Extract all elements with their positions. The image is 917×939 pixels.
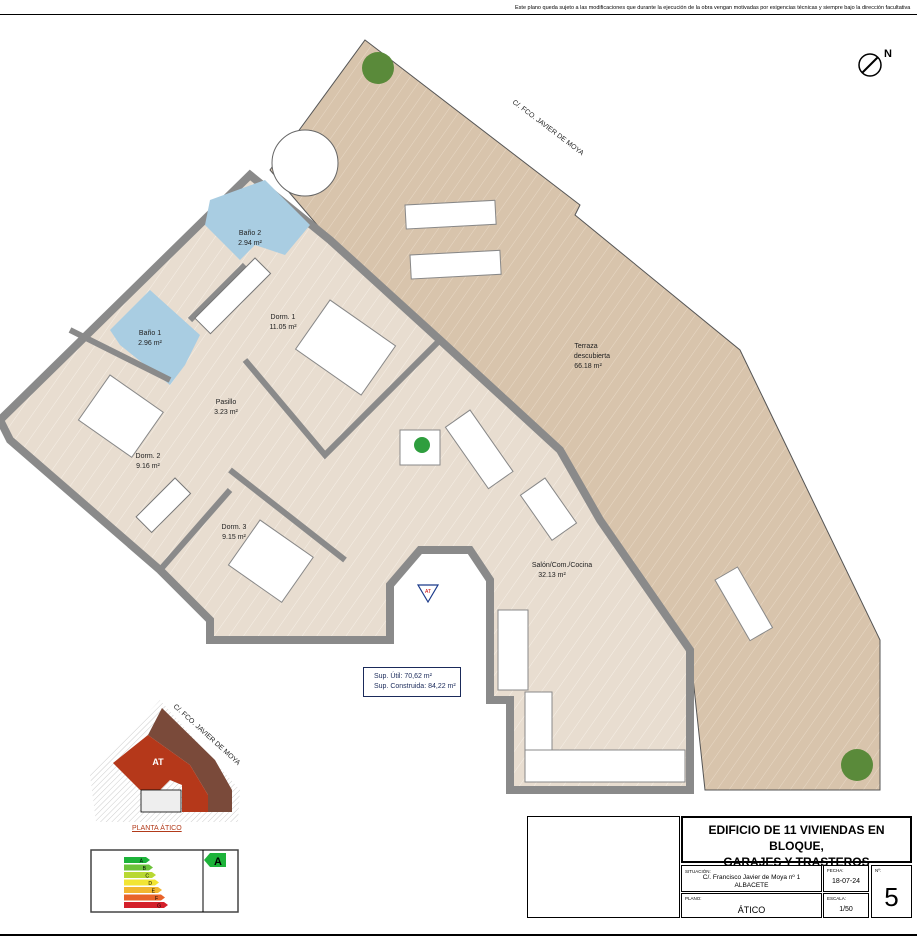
north-arrow-icon	[858, 53, 882, 77]
sunbed	[714, 566, 774, 642]
sunbed	[404, 199, 497, 230]
stairs	[135, 477, 192, 534]
escala-box: ESCALA: 1/50	[823, 893, 869, 918]
bottom-rule	[0, 934, 917, 936]
room-area-dorm2: 9.16 m²	[136, 463, 160, 470]
kitchen-counter	[497, 609, 529, 691]
palm-tree-icon	[362, 52, 394, 84]
energy-bar-e	[124, 887, 162, 893]
room-name-dorm1: Dorm. 1	[271, 314, 296, 321]
plant-icon	[414, 437, 430, 453]
room-name-pasillo: Pasillo	[216, 399, 237, 406]
room-area-bano1: 2.96 m²	[138, 340, 162, 347]
energy-bar-a	[124, 857, 150, 863]
energy-bar-label: G	[157, 904, 161, 910]
bed-dorm1	[294, 299, 397, 396]
numero-label: Nº:	[875, 868, 882, 873]
entry-marker-label: AT	[425, 589, 431, 595]
fecha-box: FECHA: 18-07-24	[823, 865, 869, 892]
energy-rating: A	[214, 856, 222, 868]
dining-table	[519, 477, 578, 541]
room-area-dorm1: 11.05 m²	[269, 324, 297, 331]
energy-bar-label: C	[145, 874, 149, 880]
top-rule	[0, 14, 917, 15]
sunbed	[409, 249, 502, 280]
room-name-dorm3: Dorm. 3	[222, 524, 247, 531]
plano-label: PLANO:	[685, 896, 702, 901]
bed-dorm3	[227, 519, 314, 604]
key-plan-unit-label: AT	[152, 757, 164, 767]
north-label: N	[884, 48, 892, 60]
plan-number: 5	[884, 882, 899, 912]
energy-bar-label: E	[152, 889, 156, 895]
room-area-bano2: 2.94 m²	[238, 240, 262, 247]
key-plan-core	[140, 789, 182, 813]
energy-bar-label: A	[140, 859, 144, 865]
room-name-terraza: Terraza	[574, 343, 597, 350]
key-plan-caption: PLANTA ÁTICO	[132, 825, 182, 832]
spiral-stair	[271, 129, 339, 197]
situacion-city: ALBACETE	[734, 882, 769, 889]
disclaimer-text: Este plano queda sujeto a las modificaci…	[515, 5, 911, 11]
plano-value: ÁTICO	[737, 905, 766, 915]
escala-label: ESCALA:	[827, 896, 847, 901]
bathroom-1-floor	[110, 290, 200, 385]
room-name-bano1: Baño 1	[139, 330, 161, 337]
key-plan-unit-at	[113, 735, 208, 812]
street-label: C/. FCO. JAVIER DE MOYA	[511, 99, 585, 157]
energy-bar-d	[124, 879, 159, 886]
kitchen-counter	[524, 749, 686, 783]
kitchen-tall-unit	[524, 691, 553, 751]
room-name-salon: Salón/Com./Cocina	[532, 562, 592, 569]
energy-bar-g	[124, 902, 168, 908]
escala-value: 1/50	[839, 906, 853, 913]
room-name-terraza-2: descubierta	[574, 353, 610, 360]
fecha-label: FECHA:	[827, 868, 844, 873]
bed-dorm2	[77, 374, 164, 459]
energy-bar-label: F	[155, 896, 158, 902]
bathroom-2-floor	[205, 180, 310, 260]
key-plan-other-unit	[148, 708, 232, 812]
situacion-label: SITUACIÓN:	[685, 869, 711, 874]
energy-bar-b	[124, 864, 153, 871]
useful-surface: Sup. Útil: 70,62 m²	[374, 673, 432, 680]
project-title-line1: EDIFICIO DE 11 VIVIENDAS EN BLOQUE,	[708, 823, 885, 853]
room-name-bano2: Baño 2	[239, 230, 261, 237]
room-name-dorm2: Dorm. 2	[136, 453, 161, 460]
room-area-terraza: 66.18 m²	[574, 363, 602, 370]
surface-summary: Sup. Útil: 70,62 m² Sup. Construida: 84,…	[363, 667, 461, 697]
situacion-address: C/. Francisco Javier de Moya nº 1	[702, 874, 801, 881]
room-area-pasillo: 3.23 m²	[214, 409, 238, 416]
numero-box: Nº: 5	[871, 865, 912, 918]
entry-marker	[416, 584, 440, 604]
energy-bar-label: D	[148, 881, 152, 887]
project-title-box: EDIFICIO DE 11 VIVIENDAS EN BLOQUE, GARA…	[681, 816, 912, 869]
energy-bar-f	[124, 894, 165, 901]
fecha-value: 18-07-24	[831, 878, 861, 885]
sofa	[444, 409, 514, 490]
interior-walls	[68, 262, 563, 572]
stairs	[194, 257, 272, 335]
room-area-dorm3: 9.15 m²	[222, 534, 246, 541]
energy-rating-badge	[204, 853, 226, 867]
palm-tree-icon	[841, 749, 873, 781]
built-surface: Sup. Construida: 84,22 m²	[374, 683, 456, 690]
room-area-salon: 32.13 m²	[538, 572, 566, 579]
energy-bar-label: B	[143, 866, 147, 872]
plano-box: PLANO: ÁTICO	[681, 893, 822, 918]
situacion-box: SITUACIÓN: C/. Francisco Javier de Moya …	[681, 865, 822, 892]
energy-bar-c	[124, 872, 156, 878]
title-block-blank	[527, 816, 680, 918]
